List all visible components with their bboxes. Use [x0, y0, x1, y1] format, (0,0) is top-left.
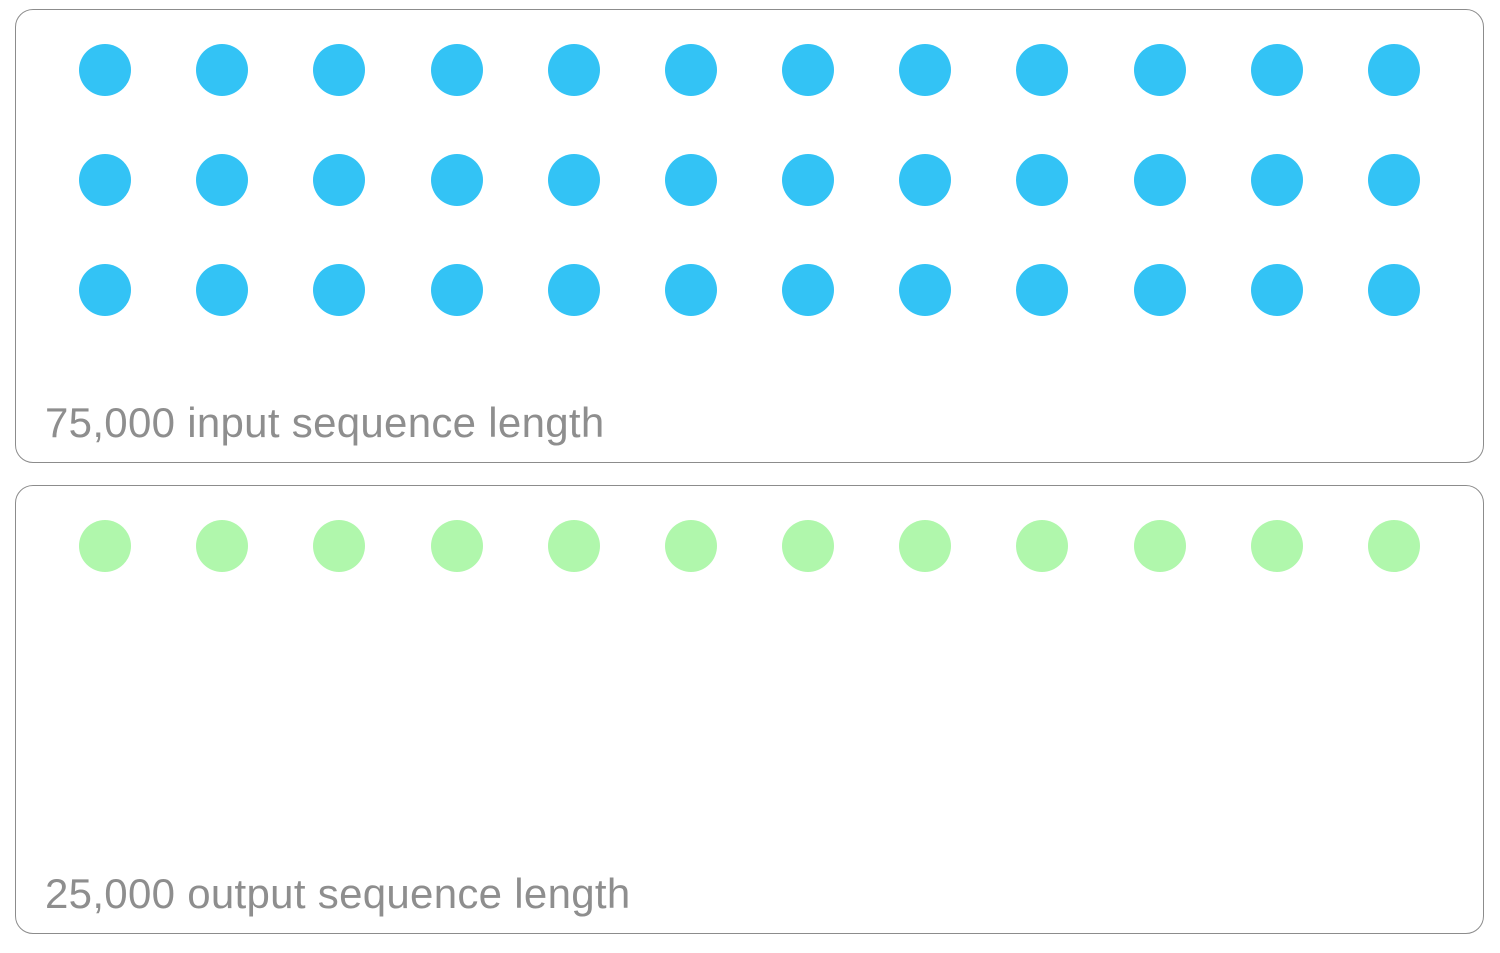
output-token-dot: [547, 520, 600, 572]
input-token-dot: [79, 44, 131, 96]
input-token-dot: [430, 264, 483, 316]
output-sequence-panel: 25,000 output sequence length: [15, 485, 1484, 934]
output-token-dots: [79, 520, 1420, 572]
input-token-dot: [1016, 44, 1069, 96]
input-sequence-panel: 75,000 input sequence length: [15, 9, 1484, 463]
input-token-dot: [430, 154, 483, 206]
input-token-dot: [196, 154, 249, 206]
output-token-dot: [1133, 520, 1186, 572]
input-token-dot: [1250, 154, 1303, 206]
input-token-dot: [782, 264, 835, 316]
input-token-dot: [899, 44, 952, 96]
input-token-dot: [899, 154, 952, 206]
input-token-dot: [1133, 154, 1186, 206]
output-token-dot: [664, 520, 717, 572]
input-token-dot: [313, 154, 366, 206]
input-token-dot: [313, 44, 366, 96]
output-token-dot: [313, 520, 366, 572]
input-token-dot: [782, 44, 835, 96]
input-token-dot: [782, 154, 835, 206]
input-token-dot: [664, 44, 717, 96]
input-token-dot: [1133, 44, 1186, 96]
input-token-dot: [547, 154, 600, 206]
input-token-dot: [547, 44, 600, 96]
input-token-dot: [899, 264, 952, 316]
input-token-dot: [1367, 44, 1420, 96]
output-token-dot: [196, 520, 249, 572]
input-dot-row: [79, 264, 1420, 316]
output-token-dot: [1367, 520, 1420, 572]
input-token-dot: [1016, 264, 1069, 316]
output-dot-row: [79, 520, 1420, 572]
input-token-dot: [196, 44, 249, 96]
input-token-dot: [196, 264, 249, 316]
output-token-dot: [1250, 520, 1303, 572]
output-token-dot: [1016, 520, 1069, 572]
input-token-dot: [1250, 264, 1303, 316]
input-sequence-label: 75,000 input sequence length: [45, 399, 605, 446]
input-token-dot: [1367, 264, 1420, 316]
input-token-dot: [664, 154, 717, 206]
input-token-dot: [313, 264, 366, 316]
input-token-dot: [1016, 154, 1069, 206]
input-token-dots: [79, 44, 1420, 316]
input-token-dot: [79, 154, 131, 206]
output-token-dot: [782, 520, 835, 572]
input-token-dot: [79, 264, 131, 316]
output-token-dot: [899, 520, 952, 572]
input-token-dot: [430, 44, 483, 96]
input-token-dot: [547, 264, 600, 316]
input-token-dot: [1133, 264, 1186, 316]
input-token-dot: [1367, 154, 1420, 206]
output-token-dot: [430, 520, 483, 572]
output-sequence-label: 25,000 output sequence length: [45, 870, 631, 917]
output-token-dot: [79, 520, 131, 572]
input-dot-row: [79, 154, 1420, 206]
input-token-dot: [1250, 44, 1303, 96]
input-token-dot: [664, 264, 717, 316]
input-dot-row: [79, 44, 1420, 96]
